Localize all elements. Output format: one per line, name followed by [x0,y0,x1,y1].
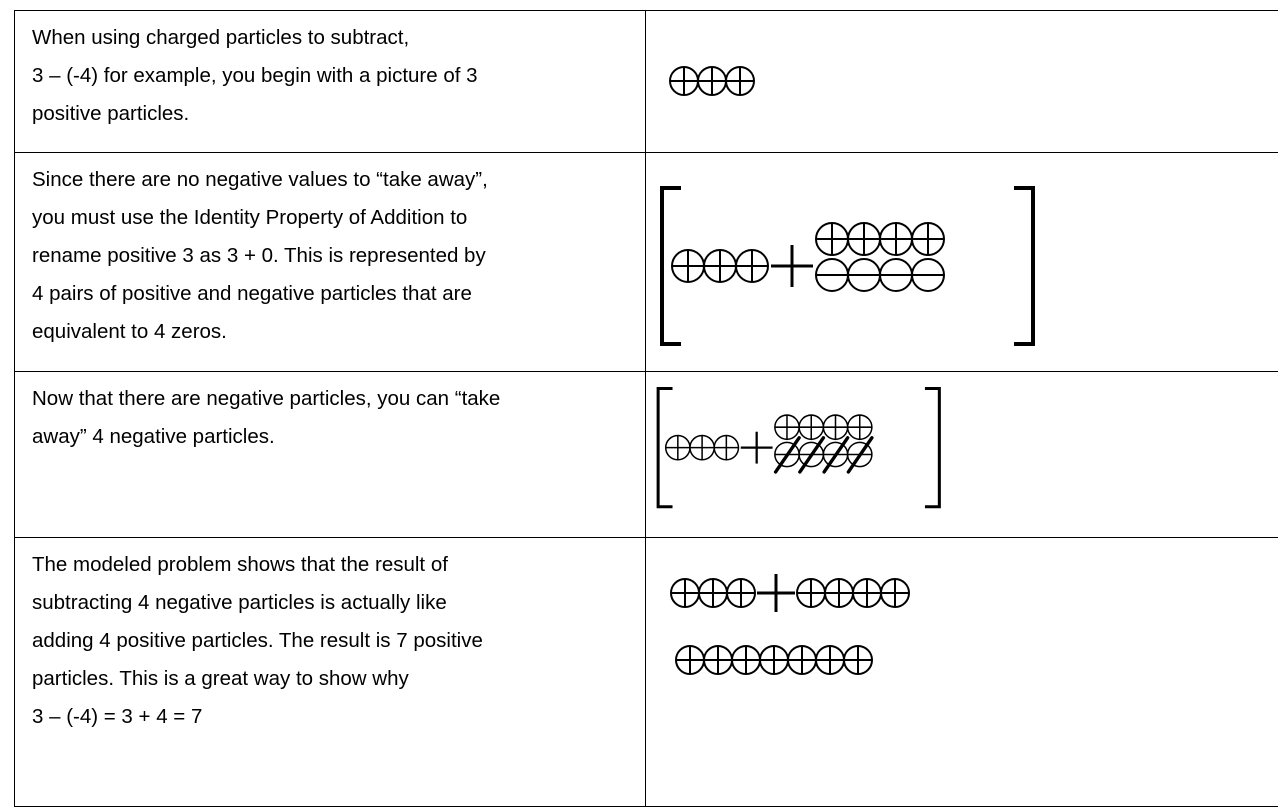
step-paragraph: When using charged particles to subtract… [15,11,645,133]
positive-particle [825,579,853,607]
positive-particle [698,67,726,95]
step-picture-cell [646,538,1278,807]
positive-particle [848,223,880,255]
positive-particle [666,436,690,460]
positive-particle [816,223,848,255]
text-line: Since there are no negative values to “t… [32,168,488,191]
positive-particle [797,579,825,607]
positive-particle [881,579,909,607]
step-text-cell: When using charged particles to subtract… [15,11,646,153]
positive-particle [714,436,738,460]
negative-particle [912,259,944,291]
positive-particle [732,646,760,674]
text-line: away” 4 negative particles. [32,425,275,448]
positive-particle [726,67,754,95]
negative-particle [848,259,880,291]
plus-operator [757,574,795,612]
step-paragraph: Since there are no negative values to “t… [15,153,645,351]
step-text-cell: Since there are no negative values to “t… [15,153,646,372]
positive-particle [788,646,816,674]
step-picture-cell [646,11,1278,153]
positive-particle [704,646,732,674]
take-away-diagram [646,362,1278,528]
zero-pairs-diagram [646,153,1278,372]
step-row: The modeled problem shows that the resul… [15,538,1278,807]
text-line: The modeled problem shows that the resul… [32,553,448,576]
positive-particle [799,415,823,439]
steps-table: When using charged particles to subtract… [14,10,1278,807]
positive-particle [816,646,844,674]
positive-particle [672,250,704,282]
text-line: 3 – (-4) for example, you begin with a p… [32,64,478,87]
positive-particle [670,67,698,95]
particle-row-diagram [646,11,1278,153]
text-line: 4 pairs of positive and negative particl… [32,282,472,305]
text-line: equivalent to 4 zeros. [32,320,227,343]
step-paragraph: The modeled problem shows that the resul… [15,538,645,736]
positive-particle [844,646,872,674]
positive-particle [699,579,727,607]
positive-particle [690,436,714,460]
text-line: particles. This is a great way to show w… [32,667,409,690]
positive-particle [848,415,872,439]
step-row: Since there are no negative values to “t… [15,153,1278,372]
text-line: you must use the Identity Property of Ad… [32,206,467,229]
plus-operator [741,432,773,464]
right-bracket [925,389,939,507]
step-text-cell: Now that there are negative particles, y… [15,372,646,538]
positive-particle [676,646,704,674]
text-line: adding 4 positive particles. The result … [32,629,483,652]
text-line: rename positive 3 as 3 + 0. This is repr… [32,244,486,267]
text-line: Now that there are negative particles, y… [32,387,500,410]
text-line: When using charged particles to subtract… [32,26,409,49]
step-row: When using charged particles to subtract… [15,11,1278,153]
plus-operator [771,245,813,287]
positive-particle [671,579,699,607]
positive-particle [912,223,944,255]
step-row: Now that there are negative particles, y… [15,372,1278,538]
text-line: positive particles. [32,102,189,125]
positive-particle [727,579,755,607]
step-picture-cell [646,153,1278,372]
positive-particle [880,223,912,255]
step-text-cell: The modeled problem shows that the resul… [15,538,646,807]
text-line: subtracting 4 negative particles is actu… [32,591,447,614]
result-diagram [646,538,1278,807]
step-paragraph: Now that there are negative particles, y… [15,372,645,456]
positive-particle [760,646,788,674]
positive-particle [823,415,847,439]
positive-particle [736,250,768,282]
text-line: 3 – (-4) = 3 + 4 = 7 [32,705,202,728]
right-bracket [1014,188,1033,344]
positive-particle [853,579,881,607]
positive-particle [704,250,736,282]
positive-particle [775,415,799,439]
step-picture-cell [646,372,1278,538]
negative-particle [880,259,912,291]
negative-particle [816,259,848,291]
